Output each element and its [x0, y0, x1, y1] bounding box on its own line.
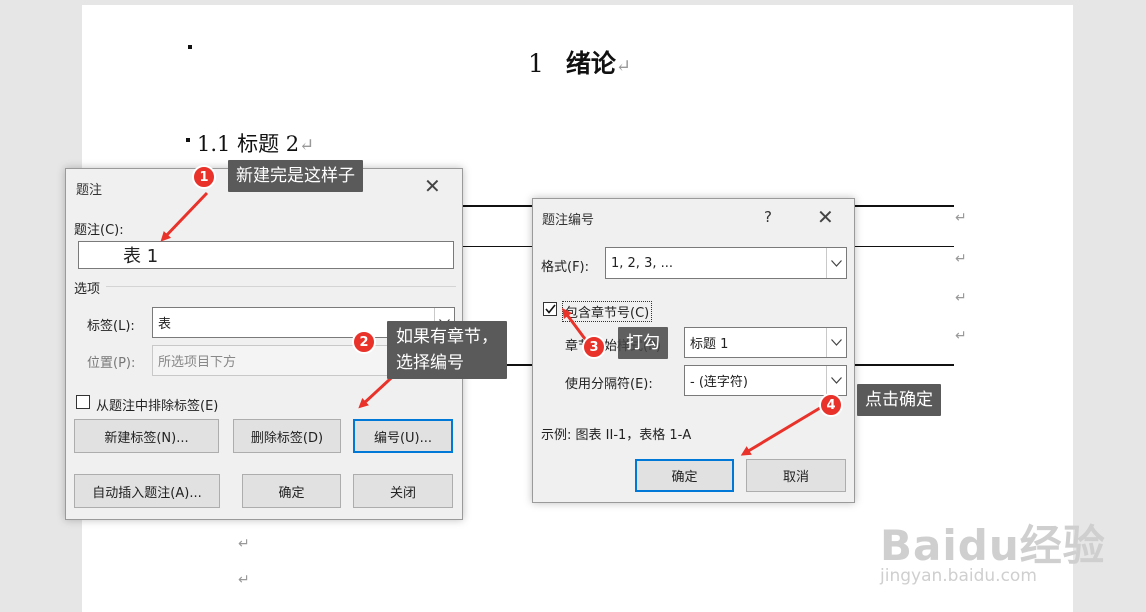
- tag-select-value: 表: [158, 317, 172, 332]
- help-icon[interactable]: ?: [764, 208, 772, 226]
- annotation-callout-2: 如果有章节， 选择编号: [387, 321, 507, 379]
- format-label: 格式(F):: [541, 260, 590, 275]
- annotation-callout-1: 新建完是这样子: [228, 160, 363, 192]
- position-select-value: 所选项目下方: [158, 355, 237, 370]
- exclude-label-checkbox[interactable]: [76, 395, 90, 409]
- chevron-down-icon[interactable]: [826, 248, 846, 278]
- return-mark: ↵: [615, 56, 632, 77]
- close-button[interactable]: 关闭: [353, 474, 453, 508]
- baidu-watermark-url: jingyan.baidu.com: [880, 566, 1037, 586]
- paragraph-mark-bullet: [186, 138, 190, 142]
- paragraph-mark-bullet: [188, 45, 192, 49]
- cancel-button[interactable]: 取消: [746, 459, 846, 492]
- caption-dialog-title: 题注: [76, 183, 103, 198]
- caption-label: 题注(C):: [74, 223, 124, 238]
- heading-2[interactable]: 1.1 标题 2↵: [197, 128, 314, 158]
- format-select[interactable]: 1, 2, 3, ...: [605, 247, 847, 279]
- arrow-4: [740, 406, 821, 456]
- paragraph-return-mark: ↵: [238, 572, 250, 588]
- include-chapter-checkbox[interactable]: [543, 302, 557, 316]
- paragraph-return-mark: ↵: [238, 536, 250, 552]
- numbering-button[interactable]: 编号(U)...: [353, 419, 453, 453]
- cell-return-mark: ↵: [955, 328, 967, 344]
- return-mark: ↵: [299, 135, 315, 156]
- separator-select[interactable]: - (连字符): [684, 365, 847, 396]
- exclude-label-text: 从题注中排除标签(E): [96, 399, 219, 414]
- example-text: 示例: 图表 II-1，表格 1-A: [541, 428, 692, 443]
- chapter-style-value: 标题 1: [690, 337, 729, 352]
- chapter-title: 绪论: [565, 49, 616, 78]
- separator-label: 使用分隔符(E):: [565, 377, 653, 392]
- baidu-watermark-logo: Baidu经验: [880, 521, 1106, 570]
- caption-input[interactable]: 表 1: [78, 241, 454, 269]
- ok-button[interactable]: 确定: [242, 474, 341, 508]
- chapter-heading[interactable]: 1 绪论↵: [528, 44, 631, 80]
- separator-select-value: - (连字符): [690, 375, 748, 390]
- options-group-label: 选项: [74, 282, 101, 297]
- autocaption-button[interactable]: 自动插入题注(A)...: [74, 474, 220, 508]
- ok-button[interactable]: 确定: [635, 459, 734, 492]
- tag-label: 标签(L):: [87, 319, 135, 334]
- annotation-marker-1: 1: [192, 165, 216, 189]
- new-label-button[interactable]: 新建标签(N)...: [74, 419, 219, 453]
- annotation-marker-2: 2: [352, 330, 376, 354]
- delete-label-button[interactable]: 删除标签(D): [233, 419, 341, 453]
- close-icon[interactable]: ✕: [817, 205, 834, 229]
- annotation-callout-4: 点击确定: [857, 384, 941, 416]
- arrow-1: [160, 191, 209, 242]
- checkmark-icon: [545, 304, 556, 314]
- chapter-number: 1: [528, 49, 544, 78]
- annotation-marker-4: 4: [819, 393, 843, 417]
- close-icon[interactable]: ✕: [424, 174, 441, 198]
- heading-2-text: 1.1 标题 2: [197, 132, 300, 156]
- arrow-3: [562, 307, 590, 344]
- cell-return-mark: ↵: [955, 251, 967, 267]
- annotation-marker-3: 3: [582, 335, 606, 359]
- cell-return-mark: ↵: [955, 290, 967, 306]
- format-select-value: 1, 2, 3, ...: [611, 255, 674, 271]
- annotation-callout-3: 打勾: [618, 327, 668, 359]
- position-label: 位置(P):: [87, 356, 136, 371]
- chevron-down-icon[interactable]: [826, 328, 846, 357]
- chapter-style-select[interactable]: 标题 1: [684, 327, 847, 358]
- cell-return-mark: ↵: [955, 210, 967, 226]
- options-separator: [106, 286, 456, 287]
- chevron-down-icon[interactable]: [826, 366, 846, 395]
- numbering-dialog-title: 题注编号: [542, 213, 595, 228]
